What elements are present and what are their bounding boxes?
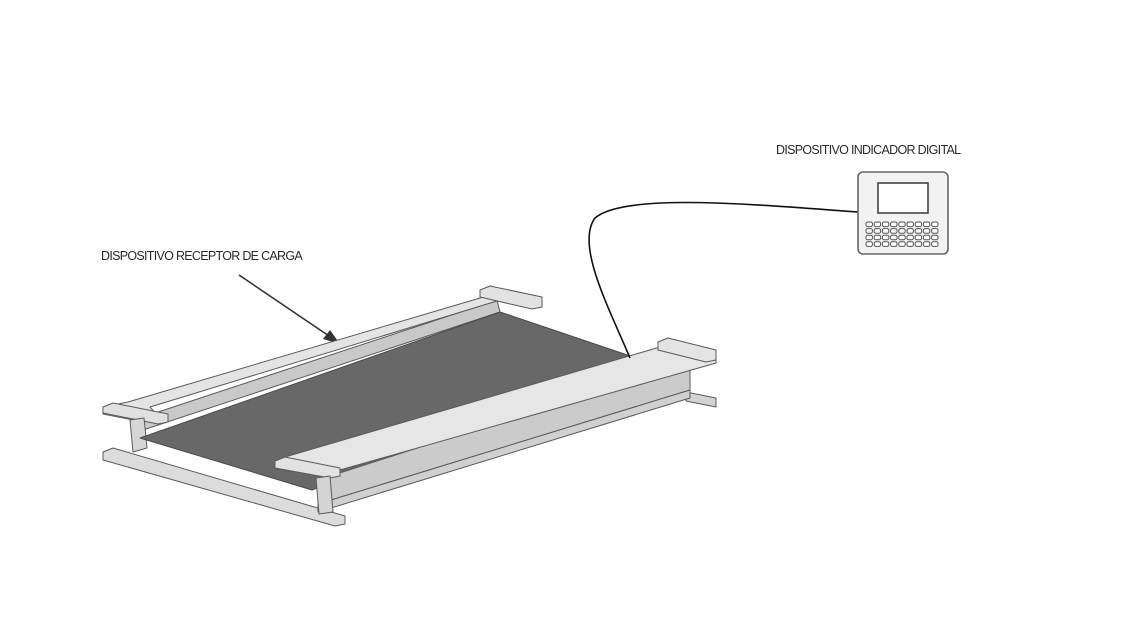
keypad-key bbox=[881, 234, 890, 241]
receptor-label: DISPOSITIVO RECEPTOR DE CARGA bbox=[101, 249, 303, 263]
keypad-key bbox=[931, 221, 939, 228]
front-left-end-web bbox=[315, 475, 334, 515]
arrow-icon bbox=[238, 274, 340, 344]
display-screen-icon bbox=[877, 182, 929, 214]
keypad-key bbox=[898, 234, 906, 241]
digital-indicator-device bbox=[857, 171, 949, 255]
keypad-key bbox=[906, 234, 914, 241]
keypad-key bbox=[873, 234, 882, 241]
keypad-key bbox=[881, 221, 890, 228]
back-beam-top-flange bbox=[102, 292, 511, 421]
keypad-key bbox=[906, 221, 914, 228]
keypad-key bbox=[922, 228, 931, 234]
keypad-key bbox=[881, 228, 890, 234]
front-beam-bottom-flange bbox=[317, 389, 691, 513]
keypad-key bbox=[873, 221, 882, 228]
keypad-key bbox=[881, 241, 890, 247]
back-left-flange bbox=[102, 402, 169, 425]
back-right-flange bbox=[479, 285, 543, 310]
keypad-key bbox=[865, 241, 873, 247]
keypad-key bbox=[906, 228, 914, 234]
keypad-icon bbox=[865, 221, 939, 247]
keypad-key bbox=[898, 228, 906, 234]
keypad-key bbox=[890, 234, 898, 241]
keypad-key bbox=[931, 241, 939, 247]
keypad-key bbox=[922, 241, 931, 247]
load-receiver-platform bbox=[102, 285, 717, 527]
keypad-key bbox=[890, 241, 898, 247]
indicador-label: DISPOSITIVO INDICADOR DIGITAL bbox=[776, 143, 961, 157]
cable-icon bbox=[588, 201, 859, 359]
keypad-key bbox=[914, 221, 923, 228]
keypad-key bbox=[914, 241, 923, 247]
left-end-web bbox=[129, 417, 148, 453]
front-left-flange bbox=[274, 456, 341, 479]
keypad-key bbox=[914, 228, 923, 234]
keypad-key bbox=[865, 221, 873, 228]
keypad-key bbox=[931, 234, 939, 241]
keypad-key bbox=[865, 228, 873, 234]
keypad-key bbox=[890, 228, 898, 234]
left-bottom-flange bbox=[102, 447, 346, 527]
keypad-key bbox=[865, 234, 873, 241]
keypad-key bbox=[914, 234, 923, 241]
keypad-key bbox=[873, 228, 882, 234]
keypad-key bbox=[873, 241, 882, 247]
keypad-key bbox=[890, 221, 898, 228]
keypad-key bbox=[898, 241, 906, 247]
keypad-key bbox=[906, 241, 914, 247]
keypad-key bbox=[898, 221, 906, 228]
keypad-key bbox=[931, 228, 939, 234]
front-right-flange bbox=[657, 337, 717, 363]
keypad-key bbox=[922, 221, 931, 228]
keypad-key bbox=[922, 234, 931, 241]
